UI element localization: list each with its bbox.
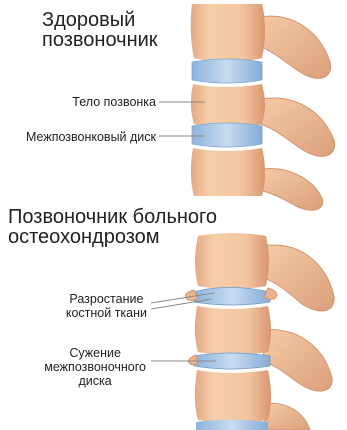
bone-spur xyxy=(189,355,198,365)
spinous-process xyxy=(256,169,323,211)
disc xyxy=(192,59,262,83)
spinous-process xyxy=(255,16,331,78)
spinous-process xyxy=(262,245,334,311)
vertebral-body xyxy=(191,4,265,62)
vertebral-body xyxy=(195,370,271,423)
spinous-process xyxy=(262,329,332,391)
title-line: Позвоночник больного xyxy=(8,207,217,227)
label-line: межпозвоночного xyxy=(44,360,146,374)
label-line: диска xyxy=(44,374,146,388)
label-disc-narrowing: Сужение межпозвоночного диска xyxy=(44,346,146,388)
disc xyxy=(196,420,268,430)
healthy-spine xyxy=(191,4,335,210)
healthy-spine-title: Здоровый позвоночник xyxy=(42,10,158,50)
title-line: Здоровый xyxy=(42,10,158,30)
label-bone-growth: Разростание костной ткани xyxy=(66,292,147,320)
title-line: остеохондрозом xyxy=(8,227,217,247)
diseased-spine-title: Позвоночник больного остеохондрозом xyxy=(8,207,217,247)
spinous-process xyxy=(258,98,335,156)
label-intervertebral-disc: Межпозвонковый диск xyxy=(26,130,156,144)
vertebral-body xyxy=(195,306,271,355)
vertebral-body xyxy=(191,148,265,196)
label-line: костной ткани xyxy=(66,306,147,320)
label-vertebral-body: Тело позвонка xyxy=(72,95,156,109)
vertebral-body xyxy=(191,84,265,128)
narrowed-disc xyxy=(194,288,270,306)
label-line: Сужение xyxy=(44,346,146,360)
title-line: позвоночник xyxy=(42,30,158,50)
diseased-spine xyxy=(185,233,334,430)
label-line: Разростание xyxy=(66,292,147,306)
disc xyxy=(192,123,262,147)
bone-spur xyxy=(264,288,277,299)
